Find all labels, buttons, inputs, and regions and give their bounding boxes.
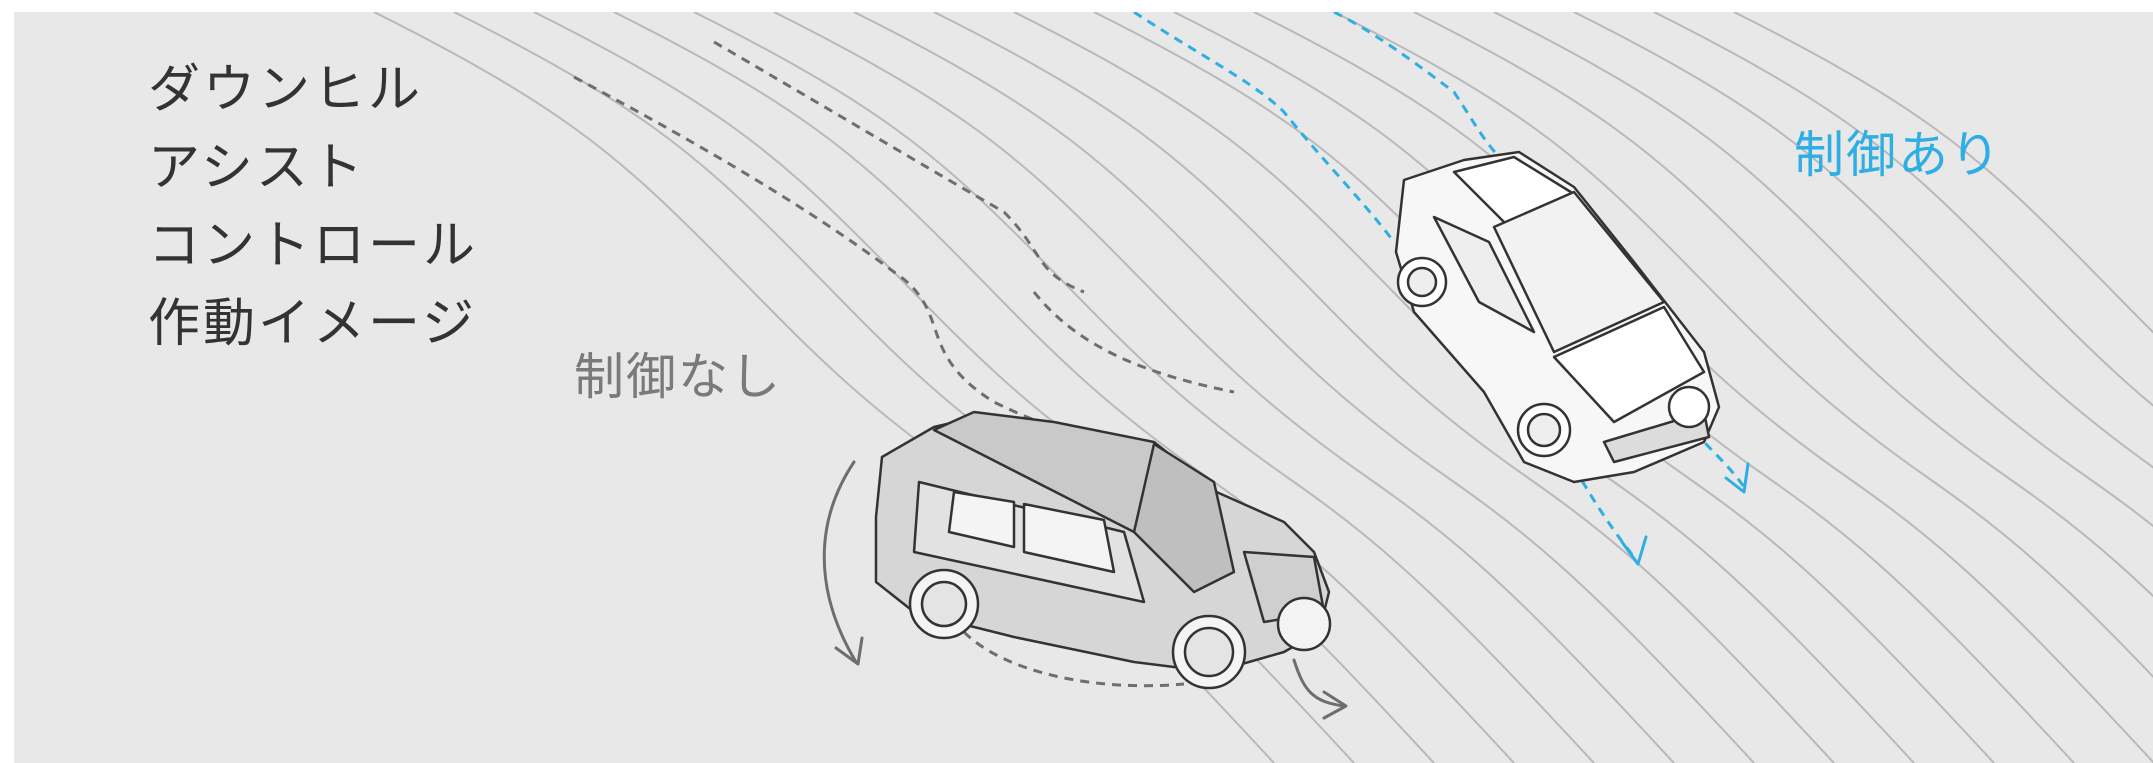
title-line-2: アシスト <box>148 142 366 194</box>
contour-line <box>1334 12 2153 763</box>
title-line-4: 作動イメージ <box>148 298 477 350</box>
direction-arrow-icon <box>1622 464 1748 564</box>
suv-controlled-icon <box>1396 152 1719 482</box>
title-line-3: コントロール <box>148 220 478 272</box>
downhill-scene <box>14 12 2153 763</box>
title-line-1: ダウンヒル <box>148 64 423 116</box>
control-track-right <box>1334 12 1504 162</box>
contour-line <box>1734 12 2153 763</box>
control-track-left <box>1134 12 1394 242</box>
label-without-control: 制御なし <box>574 352 782 402</box>
label-with-control: 制御あり <box>1794 130 2002 180</box>
suv-skidding-icon <box>876 412 1330 688</box>
diagram-panel: ダウンヒル アシスト コントロール 作動イメージ 制御なし 制御あり <box>14 12 2153 763</box>
